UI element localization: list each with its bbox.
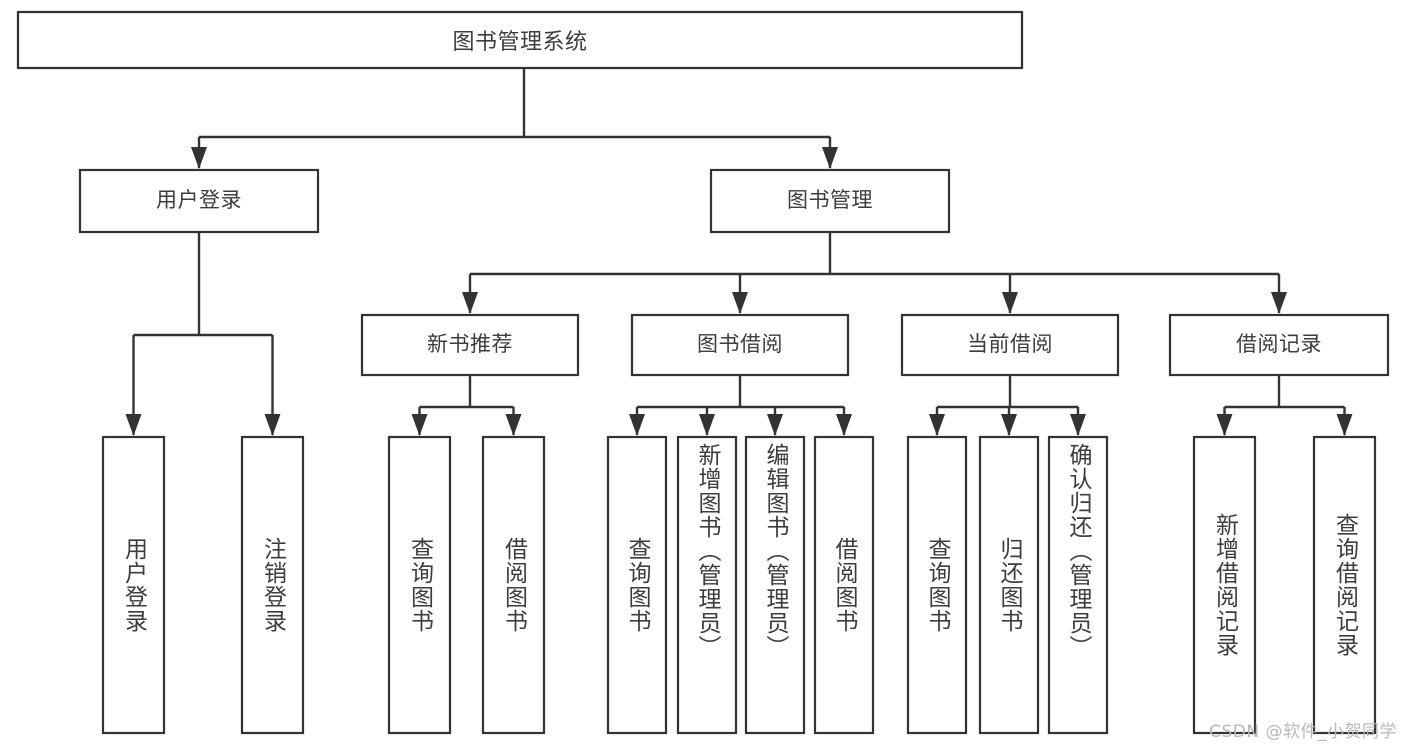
arrowhead-book-management — [822, 147, 838, 169]
arrowhead-leaf-confirm-return-admin — [1070, 414, 1086, 436]
node-box-leaf-confirm-return-admin[interactable] — [1047, 435, 1109, 735]
arrowhead-leaf-user-login — [125, 414, 142, 436]
arrowhead-leaf-borrow-book-recommend — [505, 414, 522, 436]
node-box-leaf-return-book[interactable] — [978, 435, 1040, 735]
node-box-new-book-recommend[interactable] — [360, 313, 580, 377]
arrowhead-new-book-recommend — [462, 292, 478, 314]
arrowhead-leaf-add-book-admin — [699, 414, 715, 436]
arrowhead-book-borrow — [732, 292, 748, 314]
arrowhead-current-borrow — [1002, 292, 1018, 314]
arrowhead-leaf-query-book-recommend — [411, 414, 428, 436]
arrowhead-leaf-query-borrow-record — [1336, 414, 1353, 436]
arrowhead-leaf-query-book-borrow — [629, 414, 645, 436]
node-box-leaf-user-login[interactable] — [101, 435, 166, 735]
node-box-book-borrow[interactable] — [630, 313, 850, 377]
node-box-leaf-query-book-recommend[interactable] — [387, 435, 452, 735]
arrowhead-leaf-borrow-book — [836, 414, 852, 436]
node-box-leaf-borrow-book[interactable] — [813, 435, 875, 735]
arrowhead-user-login — [191, 147, 207, 169]
arrowhead-borrow-record — [1271, 292, 1287, 314]
node-box-borrow-record[interactable] — [1168, 313, 1390, 377]
arrowhead-leaf-add-borrow-record — [1216, 414, 1233, 436]
node-box-leaf-query-book-current[interactable] — [906, 435, 968, 735]
node-box-book-management[interactable] — [709, 168, 951, 234]
node-box-leaf-edit-book-admin[interactable] — [744, 435, 806, 735]
node-box-leaf-logout[interactable] — [240, 435, 305, 735]
node-box-layer — [16, 10, 1390, 735]
arrowhead-leaf-logout — [264, 414, 281, 436]
node-box-leaf-add-borrow-record[interactable] — [1192, 435, 1257, 735]
connector-layer — [125, 68, 1353, 436]
node-box-leaf-query-borrow-record[interactable] — [1312, 435, 1377, 735]
arrowhead-leaf-return-book — [1001, 414, 1017, 436]
node-box-leaf-borrow-book-recommend[interactable] — [481, 435, 546, 735]
node-box-leaf-query-book-borrow[interactable] — [606, 435, 668, 735]
node-box-user-login[interactable] — [78, 168, 320, 234]
watermark-text: CSDN @软件_小贺同学 — [1209, 722, 1397, 742]
node-box-leaf-add-book-admin[interactable] — [676, 435, 738, 735]
arrowhead-leaf-query-book-current — [929, 414, 945, 436]
arrowhead-leaf-edit-book-admin — [767, 414, 783, 436]
node-box-root[interactable] — [16, 10, 1024, 70]
node-box-current-borrow[interactable] — [900, 313, 1120, 377]
